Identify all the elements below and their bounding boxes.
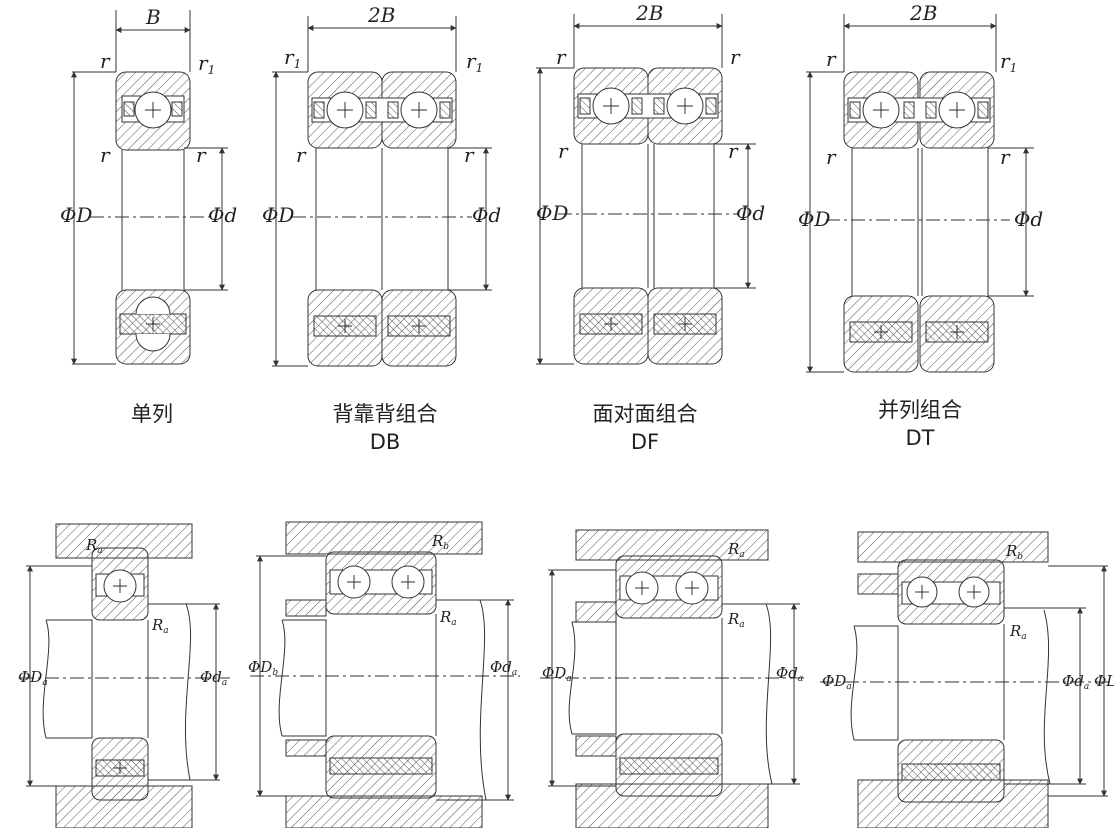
label-phi-d-outer: ΦD	[536, 201, 568, 225]
diagram-back-to-back	[272, 16, 492, 367]
label-phi-da-outer: ΦDa	[542, 664, 572, 684]
diagram-tandem	[806, 14, 1034, 373]
label-phi-l: ΦL	[1094, 672, 1114, 690]
label-r: r	[464, 143, 475, 167]
label-ra: Ra	[439, 608, 457, 628]
caption-db: 背靠背组合 DB	[310, 400, 460, 456]
label-r: r	[558, 139, 569, 163]
label-phi-da-inner: Φda	[490, 658, 517, 678]
label-phi-d-inner: Φd	[472, 203, 501, 227]
label-r1: r1	[198, 51, 215, 77]
caption-name: 面对面组合	[592, 402, 698, 426]
label-phi-db-outer: ΦDb	[248, 658, 278, 678]
label-phi-d-inner: Φd	[736, 201, 765, 225]
label-phi-d-inner: Φd	[208, 203, 237, 227]
caption-dt: 并列组合 DT	[850, 396, 990, 452]
label-r: r	[296, 143, 307, 167]
label-phi-d-inner: Φd	[1014, 207, 1043, 231]
label-2b: 2B	[909, 1, 937, 25]
mounting-face-to-face	[540, 529, 806, 828]
label-phi-da-outer: ΦDa	[822, 672, 852, 692]
label-ra: Ra	[727, 540, 745, 560]
label-rb: Rb	[1005, 542, 1023, 562]
bottom-row-labels: Ra Ra ΦDa Φda Rb Ra ΦDb Φda Ra Ra ΦDa Φd…	[18, 532, 1114, 692]
label-r1: r1	[466, 49, 483, 75]
label-2b: 2B	[367, 3, 395, 27]
label-phi-da-inner: Φda	[200, 668, 227, 688]
label-phi-da-inner: Φda	[776, 664, 803, 684]
top-row-labels: B r r1 r r ΦD Φd 2B r1 r1 r r ΦD Φd 2B r…	[60, 1, 1043, 231]
label-r: r	[826, 145, 837, 169]
caption-code: DT	[905, 426, 935, 450]
label-ra: Ra	[727, 610, 745, 630]
caption-single-row: 单列	[92, 400, 212, 428]
caption-name: 单列	[131, 402, 173, 426]
caption-code: DB	[369, 430, 401, 454]
label-rb: Rb	[431, 532, 449, 552]
mounting-back-to-back	[250, 521, 520, 828]
label-r: r	[196, 143, 207, 167]
label-r: r	[826, 47, 837, 71]
label-r1: r1	[1000, 49, 1017, 75]
label-r: r	[728, 139, 739, 163]
label-r: r	[100, 143, 111, 167]
caption-name: 并列组合	[878, 398, 962, 422]
label-phi-da-outer: ΦDa	[18, 668, 48, 688]
mounting-tandem	[820, 531, 1110, 828]
label-phi-d-outer: ΦD	[60, 203, 92, 227]
diagram-face-to-face	[536, 14, 756, 365]
label-phi-d-outer: ΦD	[262, 203, 294, 227]
label-r: r	[556, 45, 567, 69]
label-r1: r1	[284, 45, 301, 71]
mounting-single-row	[20, 523, 230, 828]
label-ra: Ra	[151, 616, 169, 636]
label-r: r	[730, 45, 741, 69]
label-ra: Ra	[1009, 622, 1027, 642]
caption-code: DF	[630, 430, 660, 454]
label-ra: Ra	[85, 536, 103, 556]
label-phi-d-outer: ΦD	[798, 207, 830, 231]
caption-name: 背靠背组合	[332, 402, 438, 426]
label-r: r	[1000, 145, 1011, 169]
caption-df: 面对面组合 DF	[570, 400, 720, 456]
label-2b: 2B	[635, 1, 663, 25]
diagram-single-row	[71, 10, 228, 365]
label-phi-da-inner: Φda	[1062, 672, 1089, 692]
label-r: r	[100, 49, 111, 73]
label-b: B	[145, 5, 161, 29]
